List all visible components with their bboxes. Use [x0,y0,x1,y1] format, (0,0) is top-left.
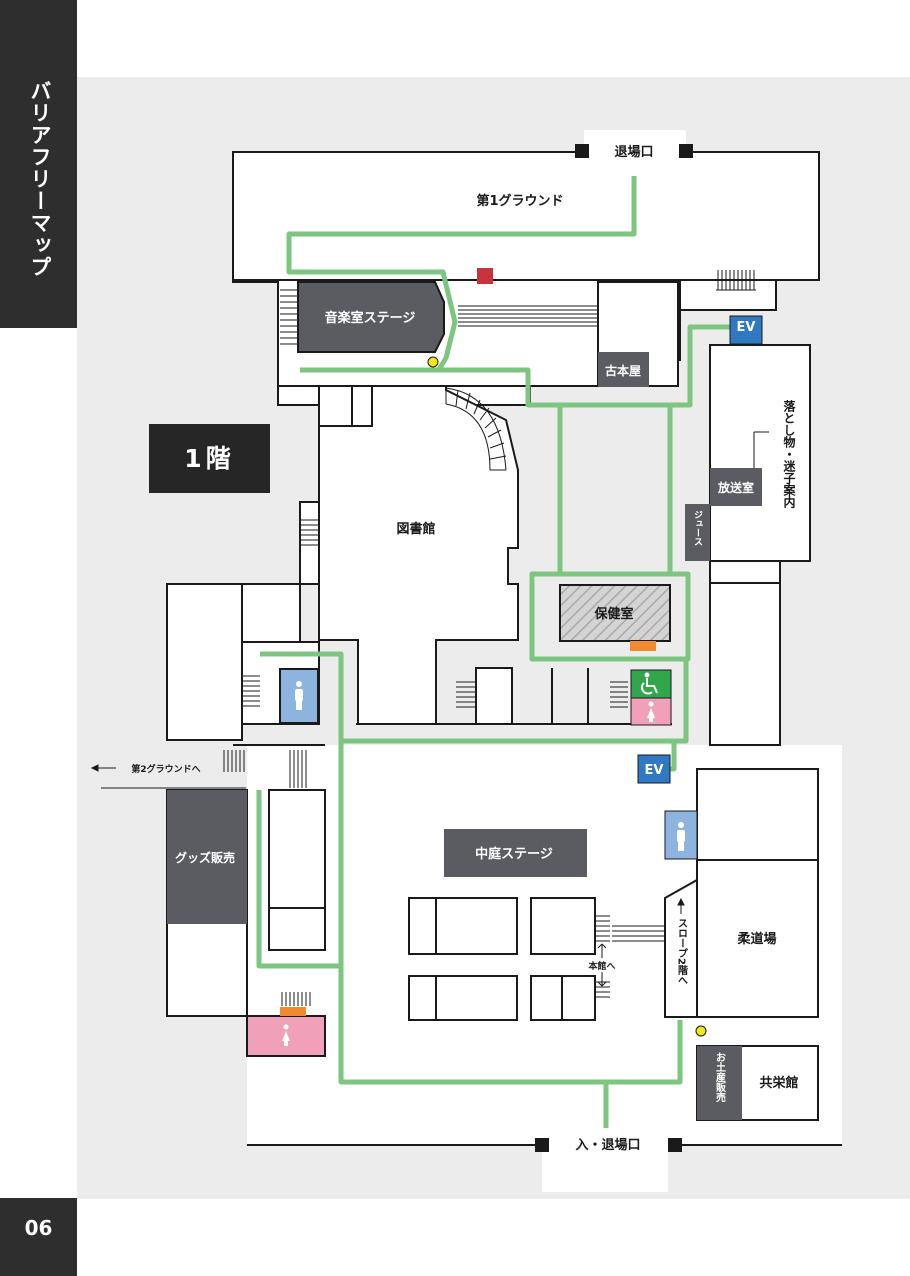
elevator-top [729,315,763,345]
stairs-left-lower [243,675,260,707]
goods-side-building [268,789,326,951]
floor-badge: 1階 [149,424,270,493]
toilet-icons [282,681,685,1046]
lost-found-label: 落とし物・迷子案内 [782,399,796,509]
right-room-tall [709,582,781,746]
stairs-courtyard [595,915,665,998]
infirmary-entrance-marker [630,641,656,651]
broadcast-room [710,468,762,506]
bottom-exit-gap [542,1130,668,1192]
courtyard-stage-room [444,829,587,877]
stairs-top-right [716,270,756,291]
restroom-entrance-marker [280,1007,306,1016]
stairs-music [280,289,298,345]
table-dividers [435,898,563,1020]
juice-stand [685,504,710,561]
stairs-goods [223,750,307,788]
courtyard-stage-label: 中庭ステージ [475,846,553,862]
library-building [318,385,519,725]
accessible-route [256,176,730,1128]
lost-found-building [709,344,811,562]
elevator-bottom-label: EV [645,763,664,778]
library-room-2 [351,385,373,427]
middle-room [475,667,513,725]
main-building-arrows [597,943,607,987]
infirmary-room [559,584,671,642]
sidebar-title: バリアフリーマップ [28,80,52,278]
goods-room [167,790,247,924]
music-stage-label: 音楽室ステージ [325,310,416,326]
judo-building [696,768,819,1018]
right-room-strip [709,560,781,584]
top-exit-label: 退場口 [614,144,653,160]
left-stair-block [299,501,320,585]
bottom-exit-label: 入・退場口 [575,1137,640,1153]
stairs-corridor [458,305,598,327]
library-label: 図書館 [396,521,435,537]
ground2-arrow [90,764,116,772]
left-room-small [241,583,301,643]
main-building-sign: 本館へ [588,960,615,972]
ground2-sign: 第2グラウンドへ [131,763,200,775]
yellow-marker-top [427,356,439,368]
broadcast-label: 放送室 [717,480,754,495]
ground1-label: 第1グラウンド [476,193,563,209]
elevator-top-label: EV [737,320,756,335]
bookstore-label: 古本屋 [605,363,641,378]
juice-label: ジュース [692,510,703,546]
stairs-curved [445,387,507,471]
infirmary-label: 保健室 [593,606,633,622]
stairs-toilet [610,681,628,708]
sidebar-strip [0,328,77,1200]
stairs-middle [456,681,476,708]
stairs-restroom [281,992,311,1006]
goods-label: グッズ販売 [175,850,235,865]
exit-post-bottom-right [668,1138,682,1152]
page-number: 06 [24,1216,53,1240]
ground1-area [232,151,820,281]
music-stage-room [297,281,445,353]
yellow-marker-bottom [695,1025,707,1037]
red-marker [477,268,493,284]
page-number-box [0,1198,77,1276]
elevator-bottom [637,754,671,784]
exit-post-top-right [679,144,693,158]
bookstore-room [598,352,649,387]
stairs-library-left [300,519,318,546]
sidebar-tab [0,0,77,328]
wheelchair-icon [641,672,658,695]
left-room-upper [166,583,243,741]
judo-label: 柔道場 [736,931,776,947]
slope-arrow [677,897,685,914]
slope [664,878,698,1018]
souvenir-room [697,1046,742,1120]
exit-post-top-left [575,144,589,158]
slope-sign: スロープ2階へ [676,918,688,985]
kyoei-label: 共栄館 [759,1075,798,1091]
souvenir-label: お土産販売 [714,1052,726,1103]
exit-post-bottom-left [535,1138,549,1152]
top-exit-gap [584,130,686,170]
